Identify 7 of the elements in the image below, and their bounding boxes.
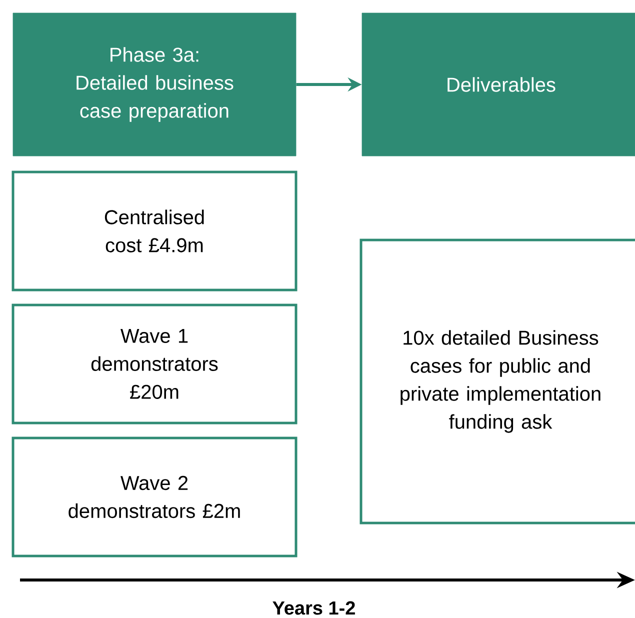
phase-box: Deliverables: [362, 12, 635, 156]
cost-box: Wave 1 demonstrators £20m: [12, 304, 298, 424]
phase-box: Phase 3a: Detailed business case preparation: [12, 12, 296, 156]
cost-box: Wave 2 demonstrators £2m: [12, 436, 298, 558]
cost-box: 10x detailed Business cases for public and private implementation funding ask: [360, 238, 635, 524]
cost-box: Centralised cost £4.9m: [12, 170, 298, 292]
axis-label: Years 1-2: [272, 601, 355, 615]
